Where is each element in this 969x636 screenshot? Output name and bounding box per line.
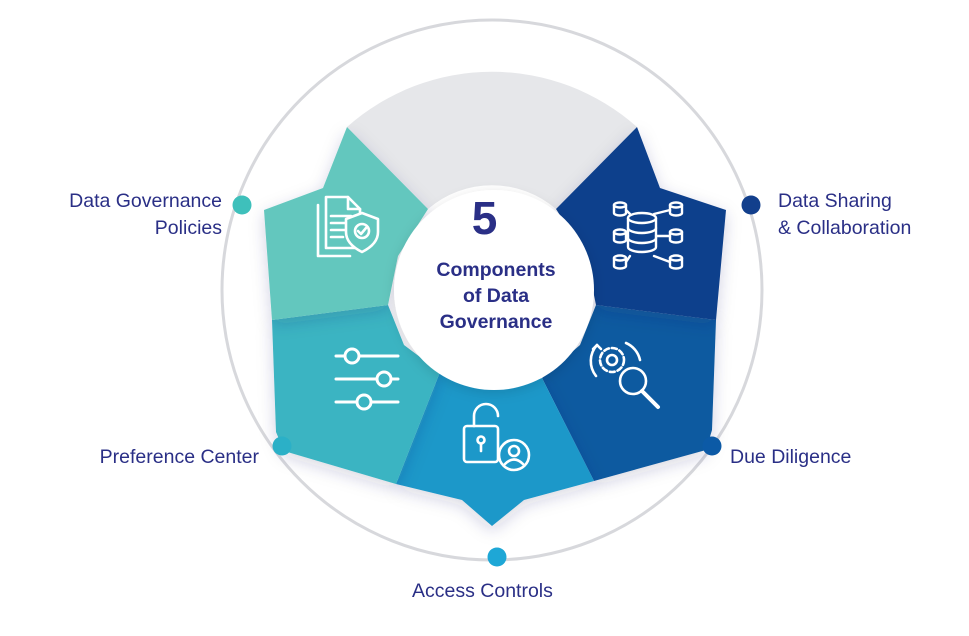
gear-magnifier-icon (589, 341, 660, 409)
center-title: Components of Data Governance (398, 257, 594, 335)
dot-policies (232, 195, 252, 215)
dot-access (487, 547, 507, 567)
padlock-user-icon (462, 402, 531, 472)
empty-segment (347, 71, 637, 210)
center-circle (394, 190, 594, 390)
label-data-sharing: Data Sharing & Collaboration (778, 188, 911, 242)
label-data-sharing-line-2: & Collaboration (778, 217, 912, 239)
center-title-line-2: of Data (462, 285, 530, 307)
documents-shield-icon (316, 195, 380, 258)
dot-diligence (702, 436, 722, 456)
sliders-icon (334, 347, 400, 411)
center-number: 5 (471, 192, 498, 244)
label-preference-center-line-1: Preference Center (99, 446, 259, 468)
label-data-sharing-line-1: Data Sharing (778, 190, 892, 212)
center-title-line-1: Components (436, 259, 556, 281)
label-access-controls: Access Controls (412, 578, 553, 605)
dot-sharing (741, 195, 761, 215)
label-governance-policies-line-1: Data Governance (69, 190, 222, 212)
label-access-controls-line-1: Access Controls (412, 580, 553, 602)
center-title-line-3: Governance (439, 311, 553, 333)
label-due-diligence-line-1: Due Diligence (730, 446, 852, 468)
label-preference-center: Preference Center (100, 444, 259, 471)
label-governance-policies-line-2: Policies (154, 217, 222, 239)
label-governance-policies: Data Governance Policies (69, 188, 222, 242)
database-network-icon (612, 201, 684, 270)
label-due-diligence: Due Diligence (730, 444, 851, 471)
dot-preference (272, 436, 292, 456)
segment-preference-center (272, 305, 440, 484)
segment-access-controls (396, 372, 594, 526)
